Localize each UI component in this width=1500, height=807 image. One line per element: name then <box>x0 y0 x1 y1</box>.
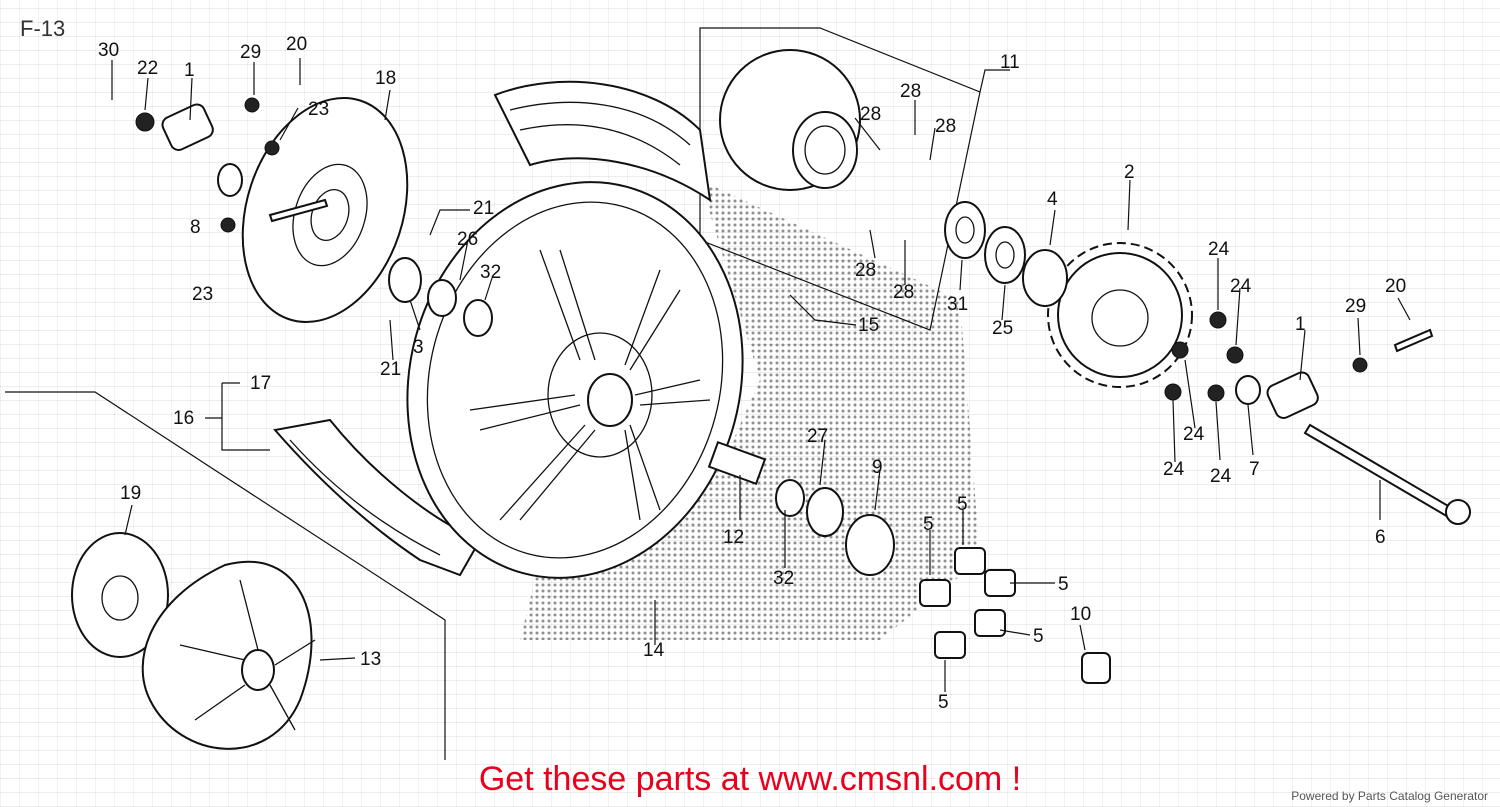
sprocket <box>1047 242 1193 388</box>
inset-wheel <box>71 532 316 750</box>
callout-15: 15 <box>858 315 879 336</box>
nuts <box>135 97 1368 402</box>
callout-25: 25 <box>992 318 1013 339</box>
callout-9: 9 <box>872 457 883 478</box>
callout-21: 21 <box>473 198 494 219</box>
callout-20: 20 <box>1385 276 1406 297</box>
callout-13: 13 <box>360 649 381 670</box>
callout-5: 5 <box>957 494 968 515</box>
callout-28: 28 <box>900 81 921 102</box>
callout-23: 23 <box>308 99 329 120</box>
leader-lines <box>111 58 1411 692</box>
tire <box>273 80 712 577</box>
callout-24: 24 <box>1183 424 1205 445</box>
hub <box>719 49 861 191</box>
callout-5: 5 <box>938 692 949 713</box>
callout-27: 27 <box>807 426 828 447</box>
callout-31: 31 <box>947 294 968 315</box>
brake-disc <box>241 97 409 323</box>
callout-28: 28 <box>860 104 881 125</box>
callout-14: 14 <box>643 640 665 661</box>
callout-11: 11 <box>1000 52 1020 73</box>
callout-28: 28 <box>893 282 914 303</box>
axles <box>161 103 1471 684</box>
callout-8: 8 <box>190 217 201 238</box>
callout-5: 5 <box>1058 574 1069 595</box>
callout-26: 26 <box>457 229 478 250</box>
credit-text: Powered by Parts Catalog Generator <box>1291 789 1488 803</box>
callout-12: 12 <box>723 527 744 548</box>
page-code: F-13 <box>20 16 66 41</box>
callout-29: 29 <box>240 42 261 63</box>
callout-5: 5 <box>923 514 934 535</box>
callout-1: 1 <box>184 60 195 81</box>
callout-22: 22 <box>137 58 158 79</box>
callout-30: 30 <box>98 40 119 61</box>
bearings <box>388 201 1068 576</box>
callout-24: 24 <box>1208 239 1230 260</box>
callout-32: 32 <box>480 262 501 283</box>
callout-16: 16 <box>173 408 194 429</box>
callout-1: 1 <box>1295 314 1306 335</box>
callout-20: 20 <box>286 34 307 55</box>
callout-19: 19 <box>120 483 141 504</box>
callout-10: 10 <box>1070 604 1091 625</box>
promo-link-text[interactable]: Get these parts at www.cmsnl.com ! <box>478 760 1022 798</box>
callout-28: 28 <box>855 260 876 281</box>
damper-rubbers <box>919 547 1016 659</box>
callout-24: 24 <box>1163 459 1185 480</box>
callout-18: 18 <box>375 68 396 89</box>
callout-2: 2 <box>1124 162 1135 183</box>
callout-5: 5 <box>1033 626 1044 647</box>
callout-7: 7 <box>1249 459 1260 480</box>
callout-6: 6 <box>1375 527 1386 548</box>
callout-32: 32 <box>773 568 794 589</box>
callout-21: 21 <box>380 359 401 380</box>
callout-24: 24 <box>1230 276 1252 297</box>
callout-4: 4 <box>1047 189 1058 210</box>
callout-24: 24 <box>1210 466 1232 487</box>
callout-29: 29 <box>1345 296 1366 317</box>
callout-17: 17 <box>250 373 271 394</box>
callout-23: 23 <box>192 284 213 305</box>
callout-3: 3 <box>413 337 424 358</box>
callout-28: 28 <box>935 116 956 137</box>
callout-labels: 1 1 2 3 4 5 5 5 5 5 6 7 8 9 10 11 12 13 … <box>98 34 1406 713</box>
